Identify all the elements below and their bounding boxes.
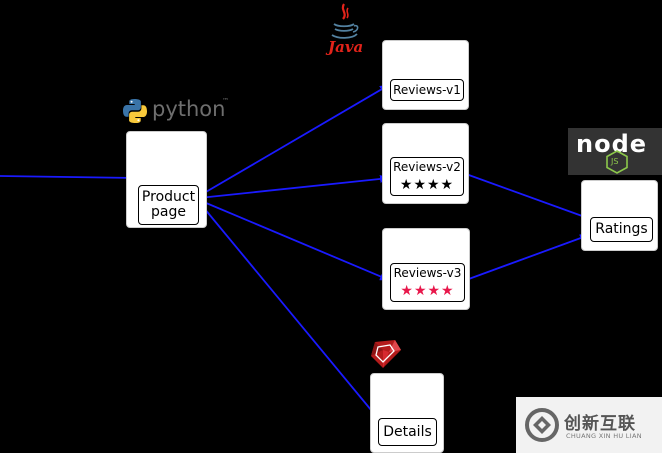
python-trademark: ™ — [222, 97, 229, 105]
edge-ingress-to-productpage — [0, 173, 137, 182]
python-logo: python ™ — [122, 97, 232, 125]
watermark-logo-icon — [525, 408, 559, 442]
details-service[interactable]: Details — [370, 373, 444, 453]
productpage-label-line1: Product — [141, 189, 196, 206]
reviews-v2-label: Reviews-v2 ★★★★ — [390, 157, 464, 196]
ruby-logo — [369, 338, 403, 370]
java-logo: Java — [326, 2, 364, 56]
reviews-v3-label-text: Reviews-v3 — [393, 266, 462, 280]
node-logo: node JS — [568, 128, 662, 175]
reviews-v2-service[interactable]: Reviews-v2 ★★★★ — [382, 123, 469, 204]
ruby-gem-icon — [371, 340, 401, 368]
watermark-text-zh: 创新互联 — [564, 414, 636, 434]
edge-reviews-v3-to-ratings — [465, 234, 590, 281]
productpage-label: Product page — [138, 185, 199, 225]
node-hexagon-icon — [606, 150, 628, 174]
reviews-v3-service[interactable]: Reviews-v3 ★★★★ — [382, 228, 470, 310]
reviews-v1-service[interactable]: Reviews-v1 — [382, 40, 469, 110]
ratings-label: Ratings — [590, 217, 653, 242]
node-logo-text: node — [576, 130, 648, 158]
details-label: Details — [378, 418, 437, 446]
productpage-service[interactable]: Product page — [126, 131, 207, 228]
java-cup-icon — [331, 3, 359, 39]
python-icon — [123, 99, 147, 123]
java-logo-text: Java — [328, 38, 364, 56]
reviews-v3-label: Reviews-v3 ★★★★ — [390, 263, 465, 302]
reviews-v2-stars: ★★★★ — [399, 177, 455, 193]
watermark: 创新互联 CHUANG XIN HU LIAN — [516, 397, 662, 453]
watermark-text-en: CHUANG XIN HU LIAN — [566, 432, 642, 440]
productpage-label-line2: page — [151, 204, 186, 220]
edge-reviews-v2-to-ratings — [465, 173, 597, 222]
ratings-service[interactable]: Ratings — [581, 180, 658, 251]
python-logo-text: python — [152, 97, 226, 121]
edge-productpage-to-reviews-v1 — [198, 84, 390, 197]
reviews-v3-stars: ★★★★ — [400, 283, 455, 299]
edge-productpage-to-reviews-v2 — [198, 174, 390, 199]
reviews-v1-label: Reviews-v1 — [390, 79, 464, 101]
edge-productpage-to-details — [198, 201, 382, 423]
node-js-text: JS — [611, 157, 619, 166]
edge-productpage-to-reviews-v3 — [198, 199, 390, 281]
reviews-v2-label-text: Reviews-v2 — [393, 160, 461, 174]
